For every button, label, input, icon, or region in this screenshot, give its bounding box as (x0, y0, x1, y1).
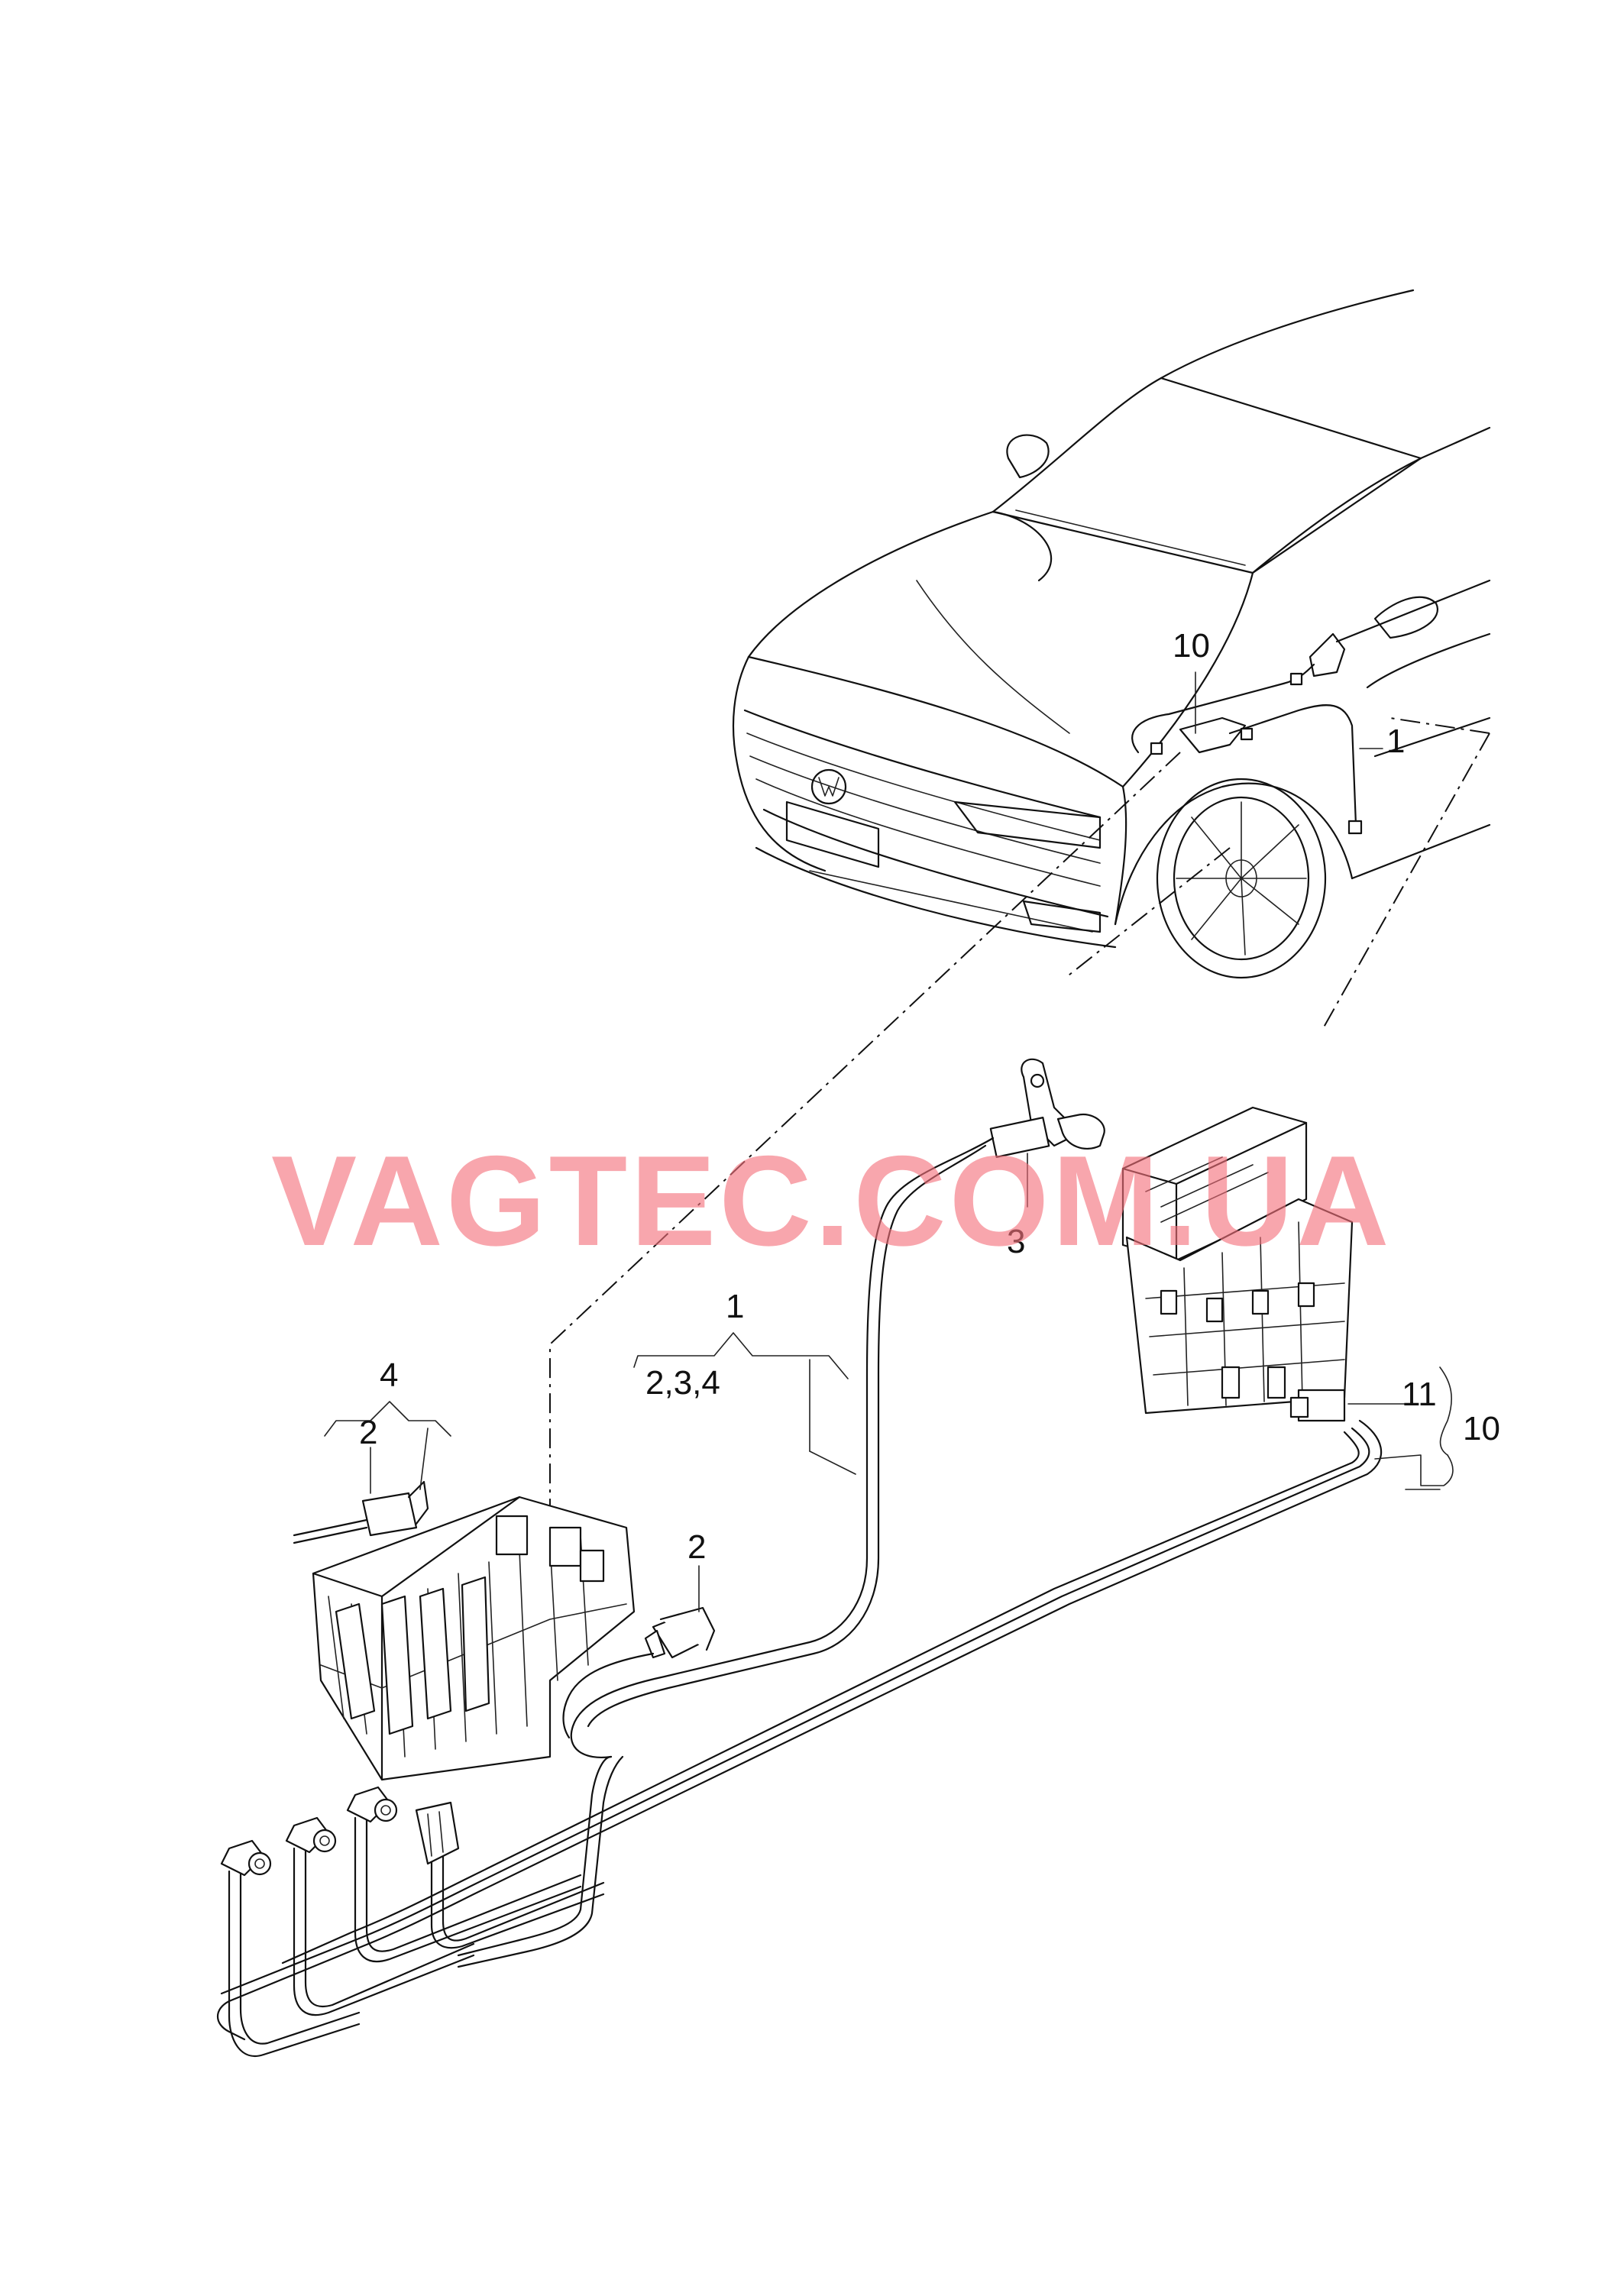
callout-1-group: 1 (726, 1288, 744, 1325)
connector-2-mid (644, 1606, 716, 1659)
sensor-connector-3 (989, 1058, 1105, 1158)
callout-11: 11 (1402, 1376, 1437, 1413)
fuse-relay-box-right (1121, 1106, 1354, 1422)
callout-2-left: 2 (359, 1414, 377, 1451)
callout-3: 3 (1007, 1223, 1025, 1260)
callout-1-car: 1 (1386, 723, 1405, 760)
callout-4: 4 (380, 1357, 398, 1394)
watermark-text: VAGTEC.COM.UA (271, 1129, 1393, 1273)
fuse-box-left (312, 1496, 636, 1781)
ring-terminals (220, 1786, 460, 1877)
callout-2-mid: 2 (687, 1528, 706, 1566)
projection-lines (549, 717, 1490, 1512)
callout-1-group-items: 2,3,4 (645, 1364, 720, 1402)
wiring-harness (217, 1137, 1383, 2057)
callout-10-car: 10 (1173, 627, 1210, 665)
connector-2-left (293, 1480, 429, 1544)
callout-10-right: 10 (1463, 1410, 1500, 1447)
car-illustration (732, 289, 1491, 979)
callout-labels: 10 1 3 1 2,3,4 4 2 2 11 10 (359, 627, 1500, 1566)
callout-brackets (324, 1153, 1454, 1612)
